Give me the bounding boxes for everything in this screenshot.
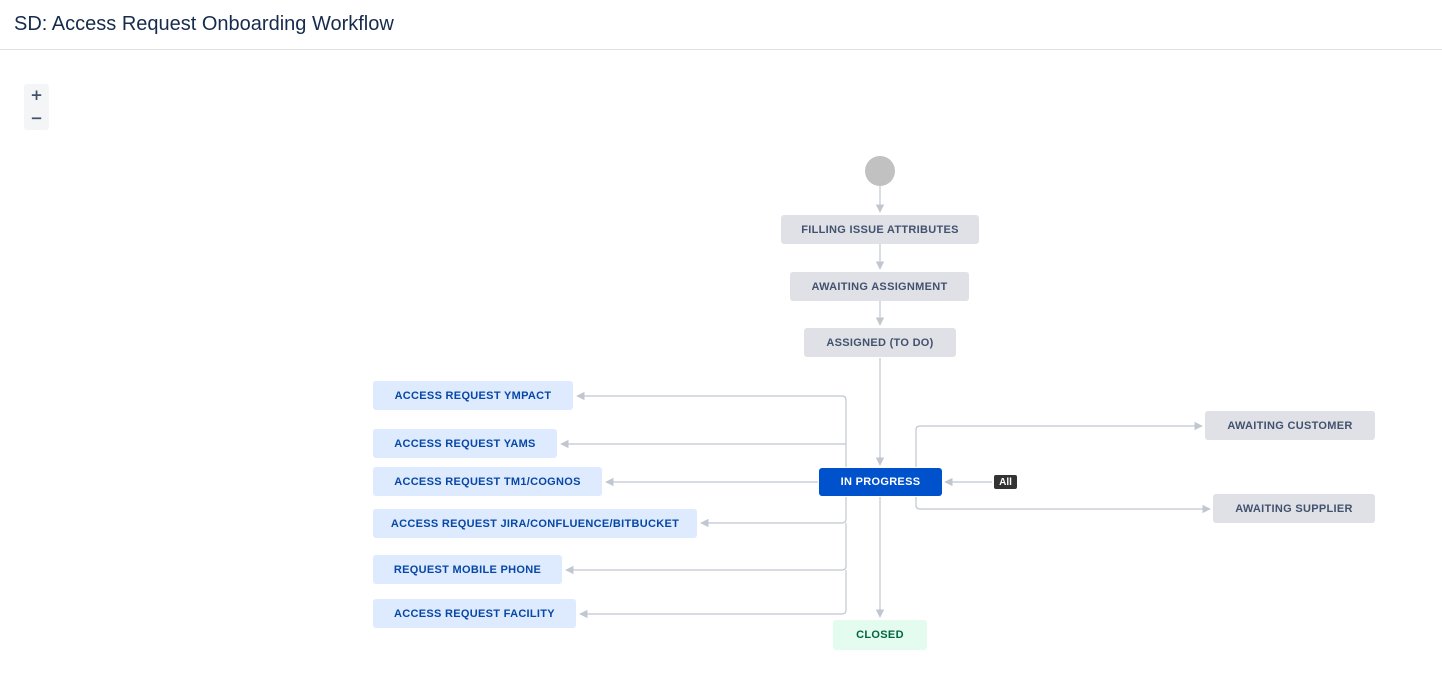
edge-to-ymact: [576, 391, 847, 467]
edge-to-jira: [700, 497, 847, 528]
edge-to-facility: [579, 570, 847, 619]
status-awaiting-supplier[interactable]: AWAITING SUPPLIER: [1213, 494, 1375, 523]
zoom-controls: + −: [24, 84, 49, 130]
status-filling-issue-attributes[interactable]: FILLING ISSUE ATTRIBUTES: [781, 215, 979, 244]
status-in-progress[interactable]: IN PROGRESS: [819, 468, 942, 496]
edge-to-awaiting-supplier: [915, 497, 1211, 514]
status-access-request-facility[interactable]: ACCESS REQUEST FACILITY: [373, 599, 576, 628]
status-access-request-yams[interactable]: ACCESS REQUEST YAMS: [373, 429, 557, 458]
edge-to-mobile: [565, 523, 847, 575]
status-closed[interactable]: CLOSED: [833, 620, 927, 650]
edge-to-awaiting-customer: [915, 421, 1203, 467]
status-awaiting-customer[interactable]: AWAITING CUSTOMER: [1205, 411, 1375, 440]
status-access-request-ymact[interactable]: ACCESS REQUEST YMPACT: [373, 381, 573, 410]
status-access-request-tm1-cognos[interactable]: ACCESS REQUEST TM1/COGNOS: [373, 467, 602, 496]
all-transition-badge[interactable]: All: [994, 475, 1017, 489]
status-access-request-jira[interactable]: ACCESS REQUEST JIRA/CONFLUENCE/BITBUCKET: [373, 509, 697, 538]
status-assigned-to-do[interactable]: ASSIGNED (TO DO): [804, 328, 956, 357]
status-awaiting-assignment[interactable]: AWAITING ASSIGNMENT: [790, 272, 969, 301]
page-title: SD: Access Request Onboarding Workflow: [14, 13, 394, 35]
zoom-out-button[interactable]: −: [24, 107, 49, 130]
page-header: SD: Access Request Onboarding Workflow: [0, 0, 1442, 50]
zoom-in-button[interactable]: +: [24, 84, 49, 107]
status-request-mobile-phone[interactable]: REQUEST MOBILE PHONE: [373, 555, 562, 584]
start-node: [865, 156, 895, 186]
